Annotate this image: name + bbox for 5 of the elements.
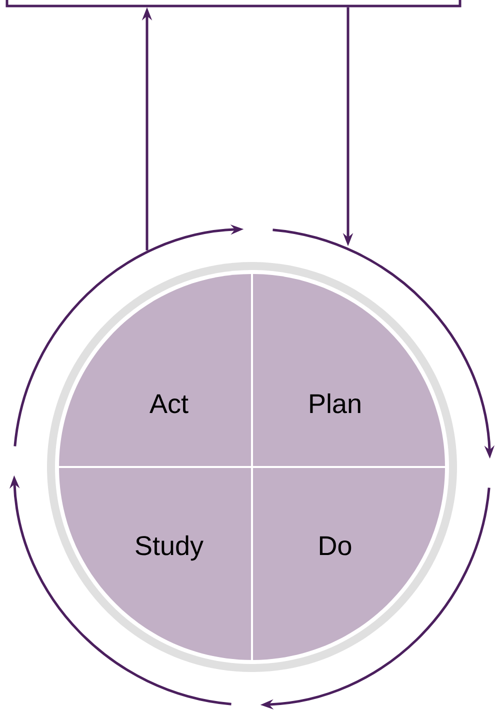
box [6, 0, 462, 8]
quadrant: Do [252, 467, 445, 660]
quadrant: Study [59, 467, 252, 660]
quadrant: Plan [252, 274, 445, 467]
quadrant: Act [59, 274, 252, 467]
